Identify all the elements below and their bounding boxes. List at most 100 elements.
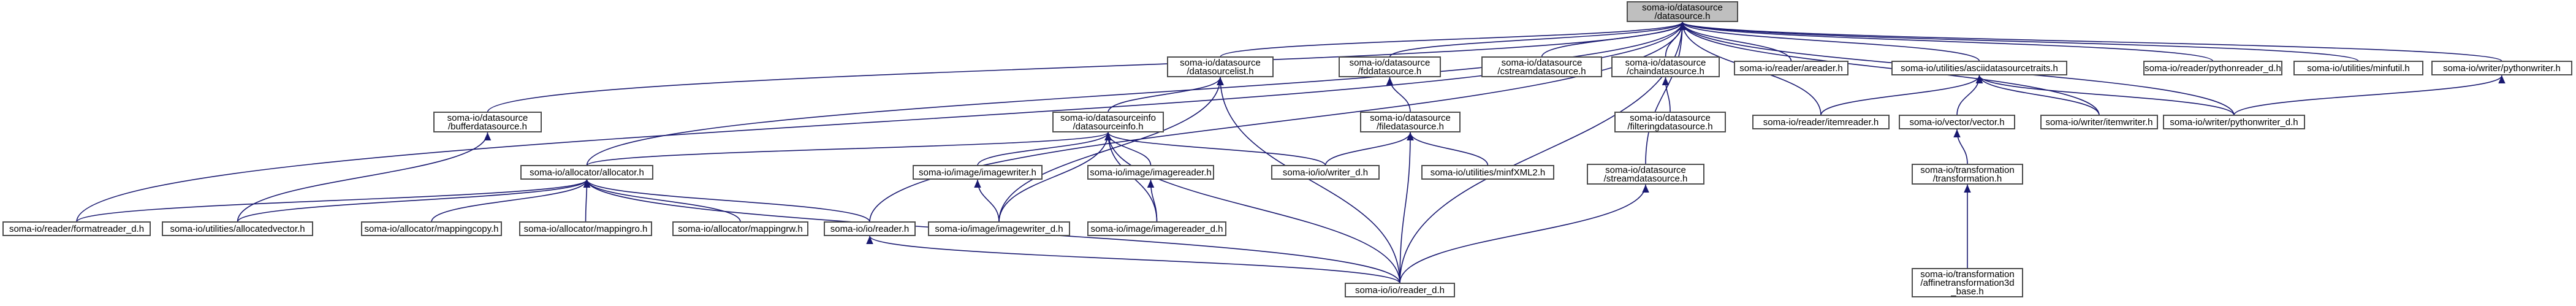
node-chaindatasource[interactable]: soma-io/datasource/chaindatasource.h — [1611, 56, 1720, 77]
node-label: /datasourcelist.h — [1187, 66, 1253, 77]
node-label: soma-io/allocator/mappingrw.h — [678, 224, 802, 234]
node-label: /fddatasource.h — [1358, 66, 1421, 77]
node-datasourceinfo[interactable]: soma-io/datasourceinfo/datasourceinfo.h — [1052, 112, 1164, 132]
node-label: soma-io/utilities/minfutil.h — [2307, 63, 2410, 74]
edge-asciidatasourcetraits-to-root — [1679, 21, 1980, 62]
node-imagewriter_d[interactable]: soma-io/image/imagewriter_d.h — [928, 221, 1070, 236]
node-pythonreader_d[interactable]: soma-io/reader/pythonreader_d.h — [2143, 61, 2282, 75]
node-writer_d[interactable]: soma-io/io/writer_d.h — [1271, 165, 1380, 180]
edge-reader_d-to-datasourceinfo — [1104, 132, 1400, 284]
node-pythonwriter[interactable]: soma-io/writer/pythonwriter.h — [2431, 61, 2572, 75]
node-imagewriter[interactable]: soma-io/image/imagewriter.h — [913, 165, 1043, 180]
node-label: soma-io/vector/vector.h — [1909, 117, 2004, 128]
node-box — [1912, 164, 2023, 185]
node-box — [520, 165, 653, 180]
node-box — [1891, 61, 2067, 75]
node-itemreader[interactable]: soma-io/reader/itemreader.h — [1752, 115, 1890, 129]
node-label: soma-io/writer/pythonwriter.h — [2443, 63, 2561, 74]
node-mappingrw[interactable]: soma-io/allocator/mappingrw.h — [672, 221, 808, 236]
node-affinetransformation3d[interactable]: soma-io/transformation/affinetransformat… — [1912, 268, 2023, 297]
node-imagereader[interactable]: soma-io/image/imagereader.h — [1087, 165, 1214, 180]
node-label: soma-io/transformation — [1920, 269, 2014, 280]
node-minfutil[interactable]: soma-io/utilities/minfutil.h — [2293, 61, 2423, 75]
node-box — [1167, 56, 1274, 77]
edge-areader-to-root — [1679, 21, 1792, 62]
node-transformation[interactable]: soma-io/transformation/transformation.h — [1912, 164, 2023, 185]
node-box — [2143, 61, 2282, 75]
node-box — [1752, 115, 1890, 129]
node-root[interactable]: soma-io/datasource/datasource.h — [1627, 1, 1738, 22]
edge-itemwriter-to-asciidatasourcetraits — [1975, 75, 2100, 116]
edge-reader_d-to-filedatasource — [1399, 132, 1414, 284]
node-label: soma-io/datasource — [1625, 58, 1706, 68]
node-vector[interactable]: soma-io/vector/vector.h — [1899, 115, 2015, 129]
node-imagereader_d[interactable]: soma-io/image/imagereader_d.h — [1087, 221, 1226, 236]
node-bufferdatasource[interactable]: soma-io/datasource/bufferdatasource.h — [433, 112, 542, 132]
node-mappingcopy[interactable]: soma-io/allocator/mappingcopy.h — [361, 221, 502, 236]
node-box — [2, 221, 151, 236]
node-box — [913, 165, 1043, 180]
edge-itemreader-to-asciidatasourcetraits — [1820, 75, 1983, 116]
node-box — [162, 221, 313, 236]
node-label: soma-io/datasource — [1642, 2, 1723, 13]
node-box — [2293, 61, 2423, 75]
node-box — [2040, 115, 2158, 129]
edge-imagewriter_d-to-datasourcelist — [998, 77, 1224, 223]
node-label: soma-io/utilities/allocatedvector.h — [170, 224, 305, 234]
node-box — [519, 221, 652, 236]
edge-reader_d-to-streamdatasource — [1399, 184, 1649, 284]
node-datasourcelist[interactable]: soma-io/datasource/datasourcelist.h — [1167, 56, 1274, 77]
node-minfxml2[interactable]: soma-io/utilities/minfXML2.h — [1421, 165, 1554, 180]
node-label: soma-io/allocator/mappingro.h — [524, 224, 648, 234]
node-box — [2431, 61, 2572, 75]
node-label: soma-io/datasource — [1370, 113, 1451, 123]
node-reader[interactable]: soma-io/io/reader.h — [824, 221, 916, 236]
node-formatreader_d[interactable]: soma-io/reader/formatreader_d.h — [2, 221, 151, 236]
edge-reader_d-to-reader — [866, 235, 1400, 284]
node-streamdatasource[interactable]: soma-io/datasource/streamdatasource.h — [1587, 164, 1704, 185]
node-label: soma-io/reader/formatreader_d.h — [9, 224, 144, 234]
edge-minfxml2-to-filedatasource — [1407, 132, 1489, 166]
edge-writer_d-to-filedatasource — [1324, 132, 1414, 166]
node-label: soma-io/utilities/minfXML2.h — [1430, 167, 1546, 178]
edge-pythonwriter_d-to-pythonwriter — [2233, 75, 2506, 116]
node-label: soma-io/image/imagereader_d.h — [1091, 224, 1223, 234]
node-mappingro[interactable]: soma-io/allocator/mappingro.h — [519, 221, 652, 236]
node-box — [1087, 221, 1226, 236]
edge-streamdatasource-to-root — [1645, 21, 1686, 165]
node-label: /filedatasource.h — [1377, 121, 1444, 132]
node-areader[interactable]: soma-io/reader/areader.h — [1734, 61, 1848, 75]
node-pythonwriter_d[interactable]: soma-io/writer/pythonwriter_d.h — [2163, 115, 2305, 129]
edge-filedatasource-to-fddatasource — [1386, 77, 1411, 113]
node-fddatasource[interactable]: soma-io/datasource/fddatasource.h — [1339, 56, 1441, 77]
node-box — [1912, 268, 2023, 297]
node-box — [361, 221, 502, 236]
node-label: /streamdatasource.h — [1604, 174, 1688, 184]
edge-bufferdatasource-to-root — [487, 21, 1686, 113]
node-label: soma-io/writer/pythonwriter_d.h — [2170, 117, 2298, 128]
edge-writer_d-to-datasourceinfo — [1104, 132, 1326, 166]
node-box — [1087, 165, 1214, 180]
edge-filteringdatasource-to-chaindatasource — [1662, 77, 1671, 113]
edge-imagewriter-to-datasourceinfo — [977, 132, 1112, 166]
node-label: soma-io/datasourceinfo — [1060, 113, 1156, 123]
node-asciidatasourcetraits[interactable]: soma-io/utilities/asciidatasourcetraits.… — [1891, 61, 2067, 75]
node-label: /datasourceinfo.h — [1073, 121, 1143, 132]
node-cstreamdatasource[interactable]: soma-io/datasource/cstreamdatasource.h — [1481, 56, 1602, 77]
edge-pythonreader_d-to-root — [1679, 21, 2214, 62]
node-itemwriter[interactable]: soma-io/writer/itemwriter.h — [2040, 115, 2158, 129]
edge-datasourcelist-to-root — [1220, 21, 1686, 58]
node-box — [433, 112, 542, 132]
node-allocator[interactable]: soma-io/allocator/allocator.h — [520, 165, 653, 180]
node-allocatedvector[interactable]: soma-io/utilities/allocatedvector.h — [162, 221, 313, 236]
node-label: /filteringdatasource.h — [1627, 121, 1712, 132]
node-box — [1339, 56, 1441, 77]
node-filteringdatasource[interactable]: soma-io/datasource/filteringdatasource.h — [1614, 112, 1726, 132]
node-reader_d[interactable]: soma-io/io/reader_d.h — [1345, 283, 1455, 297]
node-label: soma-io/io/reader.h — [830, 224, 909, 234]
node-label: soma-io/reader/areader.h — [1739, 63, 1842, 74]
node-box — [1611, 56, 1720, 77]
edge-mappingrw-to-allocator — [583, 179, 741, 223]
edge-vector-to-asciidatasourcetraits — [1956, 75, 1983, 116]
node-filedatasource[interactable]: soma-io/datasource/filedatasource.h — [1360, 112, 1461, 132]
